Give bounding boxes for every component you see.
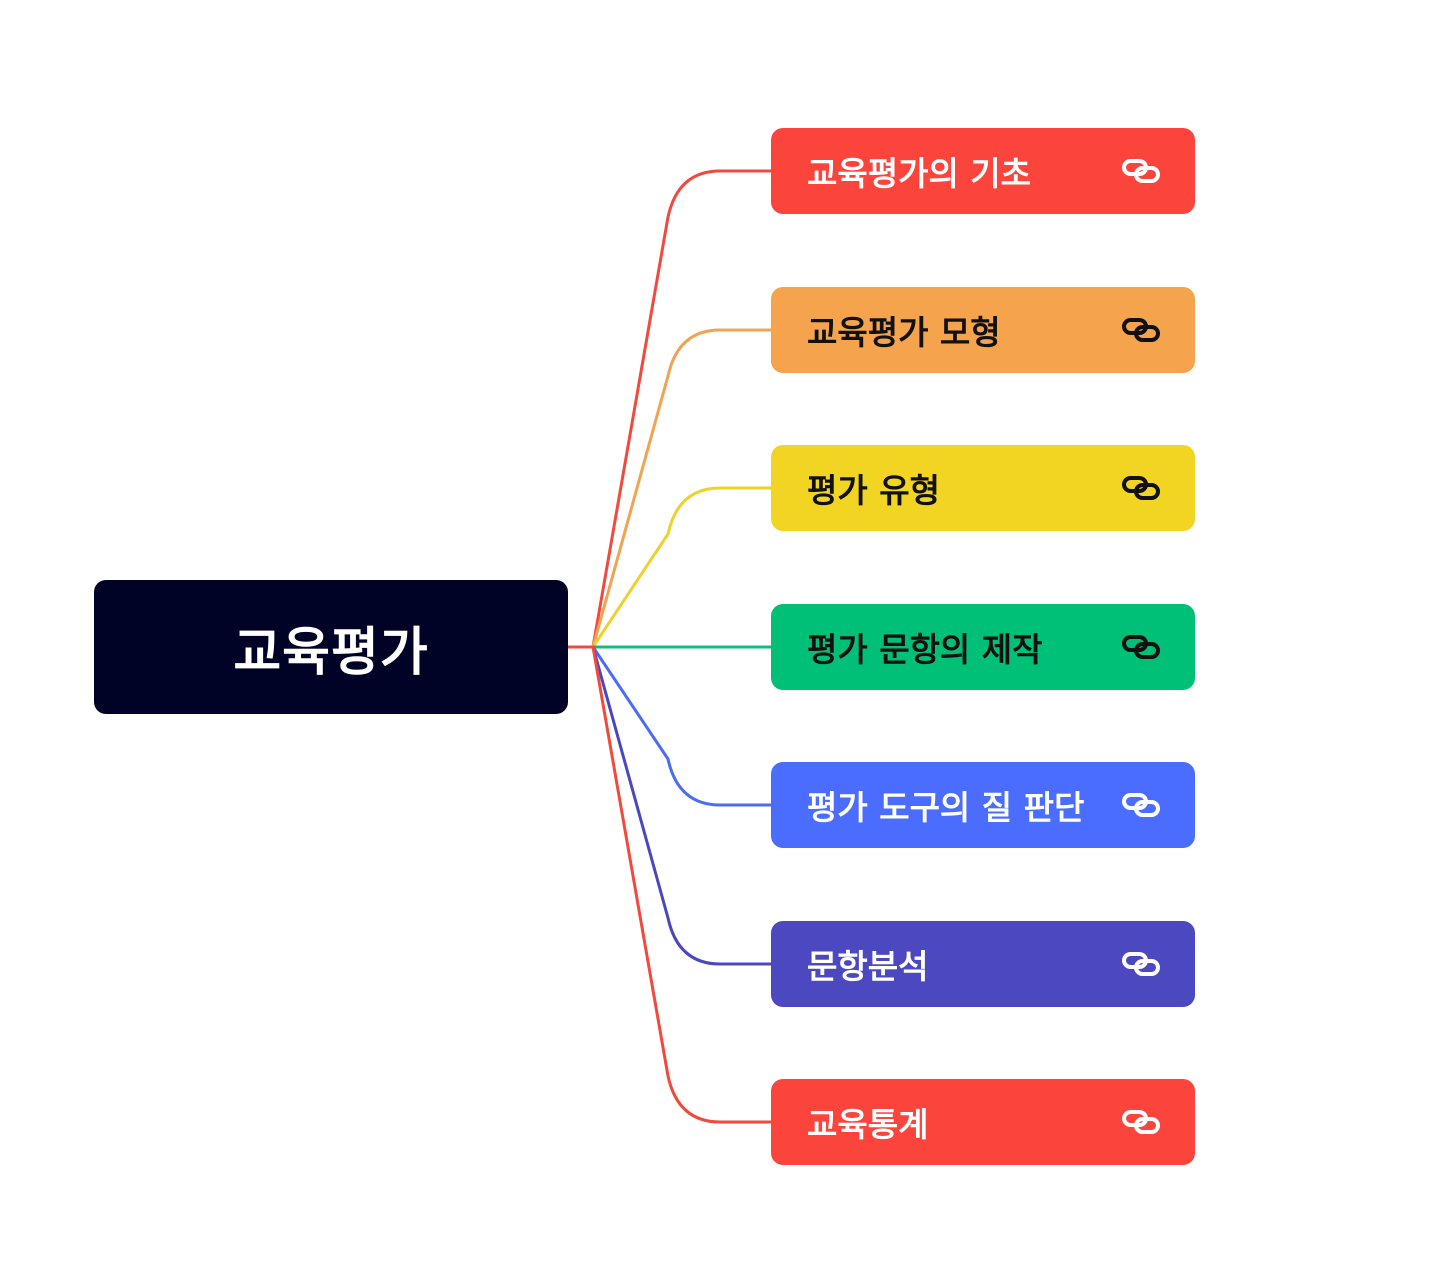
branch-node[interactable]: 문항분석 (771, 921, 1195, 1007)
branch-label: 평가 문항의 제작 (807, 630, 1043, 669)
root-node[interactable]: 교육평가 (94, 580, 568, 714)
branch-node[interactable]: 평가 문항의 제작 (771, 604, 1195, 690)
branch-label: 교육통계 (807, 1105, 929, 1144)
connector-line (591, 328, 773, 649)
link-icon[interactable] (1121, 157, 1161, 185)
link-icon[interactable] (1121, 950, 1161, 978)
link-icon[interactable] (1121, 791, 1161, 819)
connector-line (591, 169, 773, 649)
branch-node[interactable]: 교육평가 모형 (771, 287, 1195, 373)
branch-node[interactable]: 교육평가의 기초 (771, 128, 1195, 214)
branch-node[interactable]: 평가 유형 (771, 445, 1195, 531)
connector-line (591, 645, 773, 1124)
branch-label: 문항분석 (807, 947, 929, 986)
root-label: 교육평가 (233, 622, 429, 683)
connector-line (591, 645, 773, 966)
branch-label: 교육평가 모형 (807, 313, 1001, 352)
branch-node[interactable]: 교육통계 (771, 1079, 1195, 1165)
link-icon[interactable] (1121, 474, 1161, 502)
connector-line (591, 486, 773, 649)
branch-label: 평가 도구의 질 판단 (807, 788, 1085, 827)
branch-node[interactable]: 평가 도구의 질 판단 (771, 762, 1195, 848)
connector-line (591, 645, 773, 807)
branch-label: 교육평가의 기초 (807, 154, 1032, 193)
branch-label: 평가 유형 (807, 471, 940, 510)
link-icon[interactable] (1121, 1108, 1161, 1136)
link-icon[interactable] (1121, 633, 1161, 661)
link-icon[interactable] (1121, 316, 1161, 344)
